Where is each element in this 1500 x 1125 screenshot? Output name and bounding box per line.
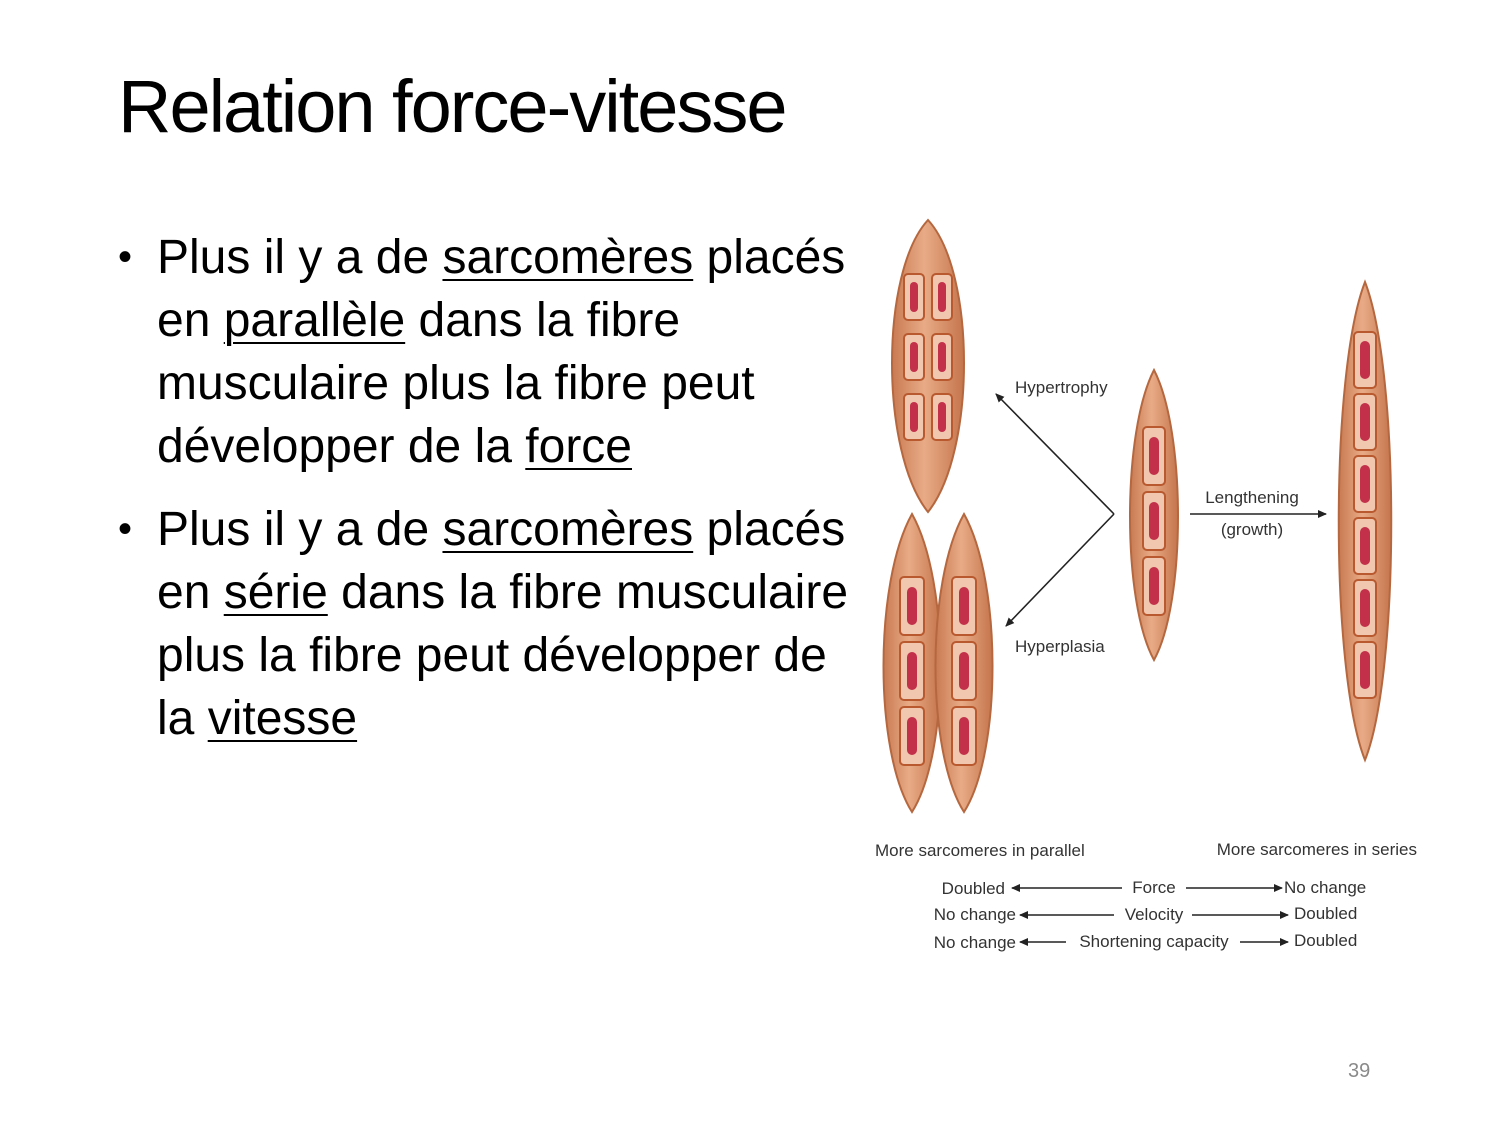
table-cell-middle: Shortening capacity	[1079, 932, 1229, 951]
table-row: No change Velocity Doubled	[934, 904, 1358, 924]
table-cell-right: Doubled	[1294, 931, 1357, 950]
table-cell-middle: Velocity	[1125, 905, 1184, 924]
hypertrophy-label: Hypertrophy	[1015, 378, 1108, 397]
bullet-item-series: • Plus il y a de sarcomères placés en sé…	[118, 498, 858, 750]
page-number: 39	[1348, 1060, 1371, 1082]
bullet-text: dans la fibre musculaire plus la fibre p…	[157, 566, 849, 745]
bullet-item-parallel: • Plus il y a de sarcomères placés en pa…	[118, 226, 858, 478]
comparison-table: Doubled Force No change No change Veloci…	[934, 878, 1366, 952]
muscle-fiber-diagram: Hypertrophy Hyperplasia Lengthening (gro…	[875, 218, 1417, 952]
growth-label: (growth)	[1221, 520, 1283, 539]
sarcomere-grid	[903, 273, 953, 441]
underlined-term: série	[223, 566, 328, 619]
underlined-term: vitesse	[207, 692, 358, 745]
table-cell-middle: Force	[1132, 878, 1175, 897]
underlined-term: force	[525, 420, 632, 473]
hyperplasia-fibers	[882, 511, 994, 814]
hypertrophy-arrow	[995, 393, 1115, 515]
table-cell-right: No change	[1284, 878, 1366, 897]
bullet-text: Plus il y a de	[157, 231, 443, 284]
hypertrophy-fiber	[891, 218, 965, 514]
table-row: Doubled Force No change	[942, 878, 1367, 898]
table-cell-left: No change	[934, 933, 1016, 952]
underlined-term: sarcomères	[442, 231, 694, 284]
underlined-term: parallèle	[223, 294, 406, 347]
lengthened-fiber	[1337, 279, 1393, 763]
bullet-text: placés en	[157, 231, 846, 347]
bullet-icon: •	[118, 235, 133, 279]
bullet-list: • Plus il y a de sarcomères placés en pa…	[118, 226, 858, 770]
hyperplasia-arrow	[1005, 513, 1115, 627]
table-cell-left: Doubled	[942, 879, 1005, 898]
table-cell-right: Doubled	[1294, 904, 1357, 923]
table-row: No change Shortening capacity Doubled	[934, 931, 1358, 952]
bullet-text: Plus il y a de	[157, 503, 443, 556]
bullet-text: dans la fibre musculaire plus la fibre p…	[157, 294, 755, 473]
bullet-icon: •	[118, 507, 133, 551]
bullet-text: placés en	[157, 503, 846, 619]
muscle-fiber-figure: Hypertrophy Hyperplasia Lengthening (gro…	[860, 212, 1460, 972]
hyperplasia-label: Hyperplasia	[1015, 637, 1105, 656]
table-cell-left: No change	[934, 905, 1016, 924]
left-caption: More sarcomeres in parallel	[875, 841, 1085, 860]
original-fiber	[1129, 367, 1179, 663]
underlined-term: sarcomères	[442, 503, 694, 556]
right-caption: More sarcomeres in series	[1217, 840, 1417, 859]
lengthening-label: Lengthening	[1205, 488, 1299, 507]
slide-title: Relation force-vitesse	[118, 65, 788, 148]
